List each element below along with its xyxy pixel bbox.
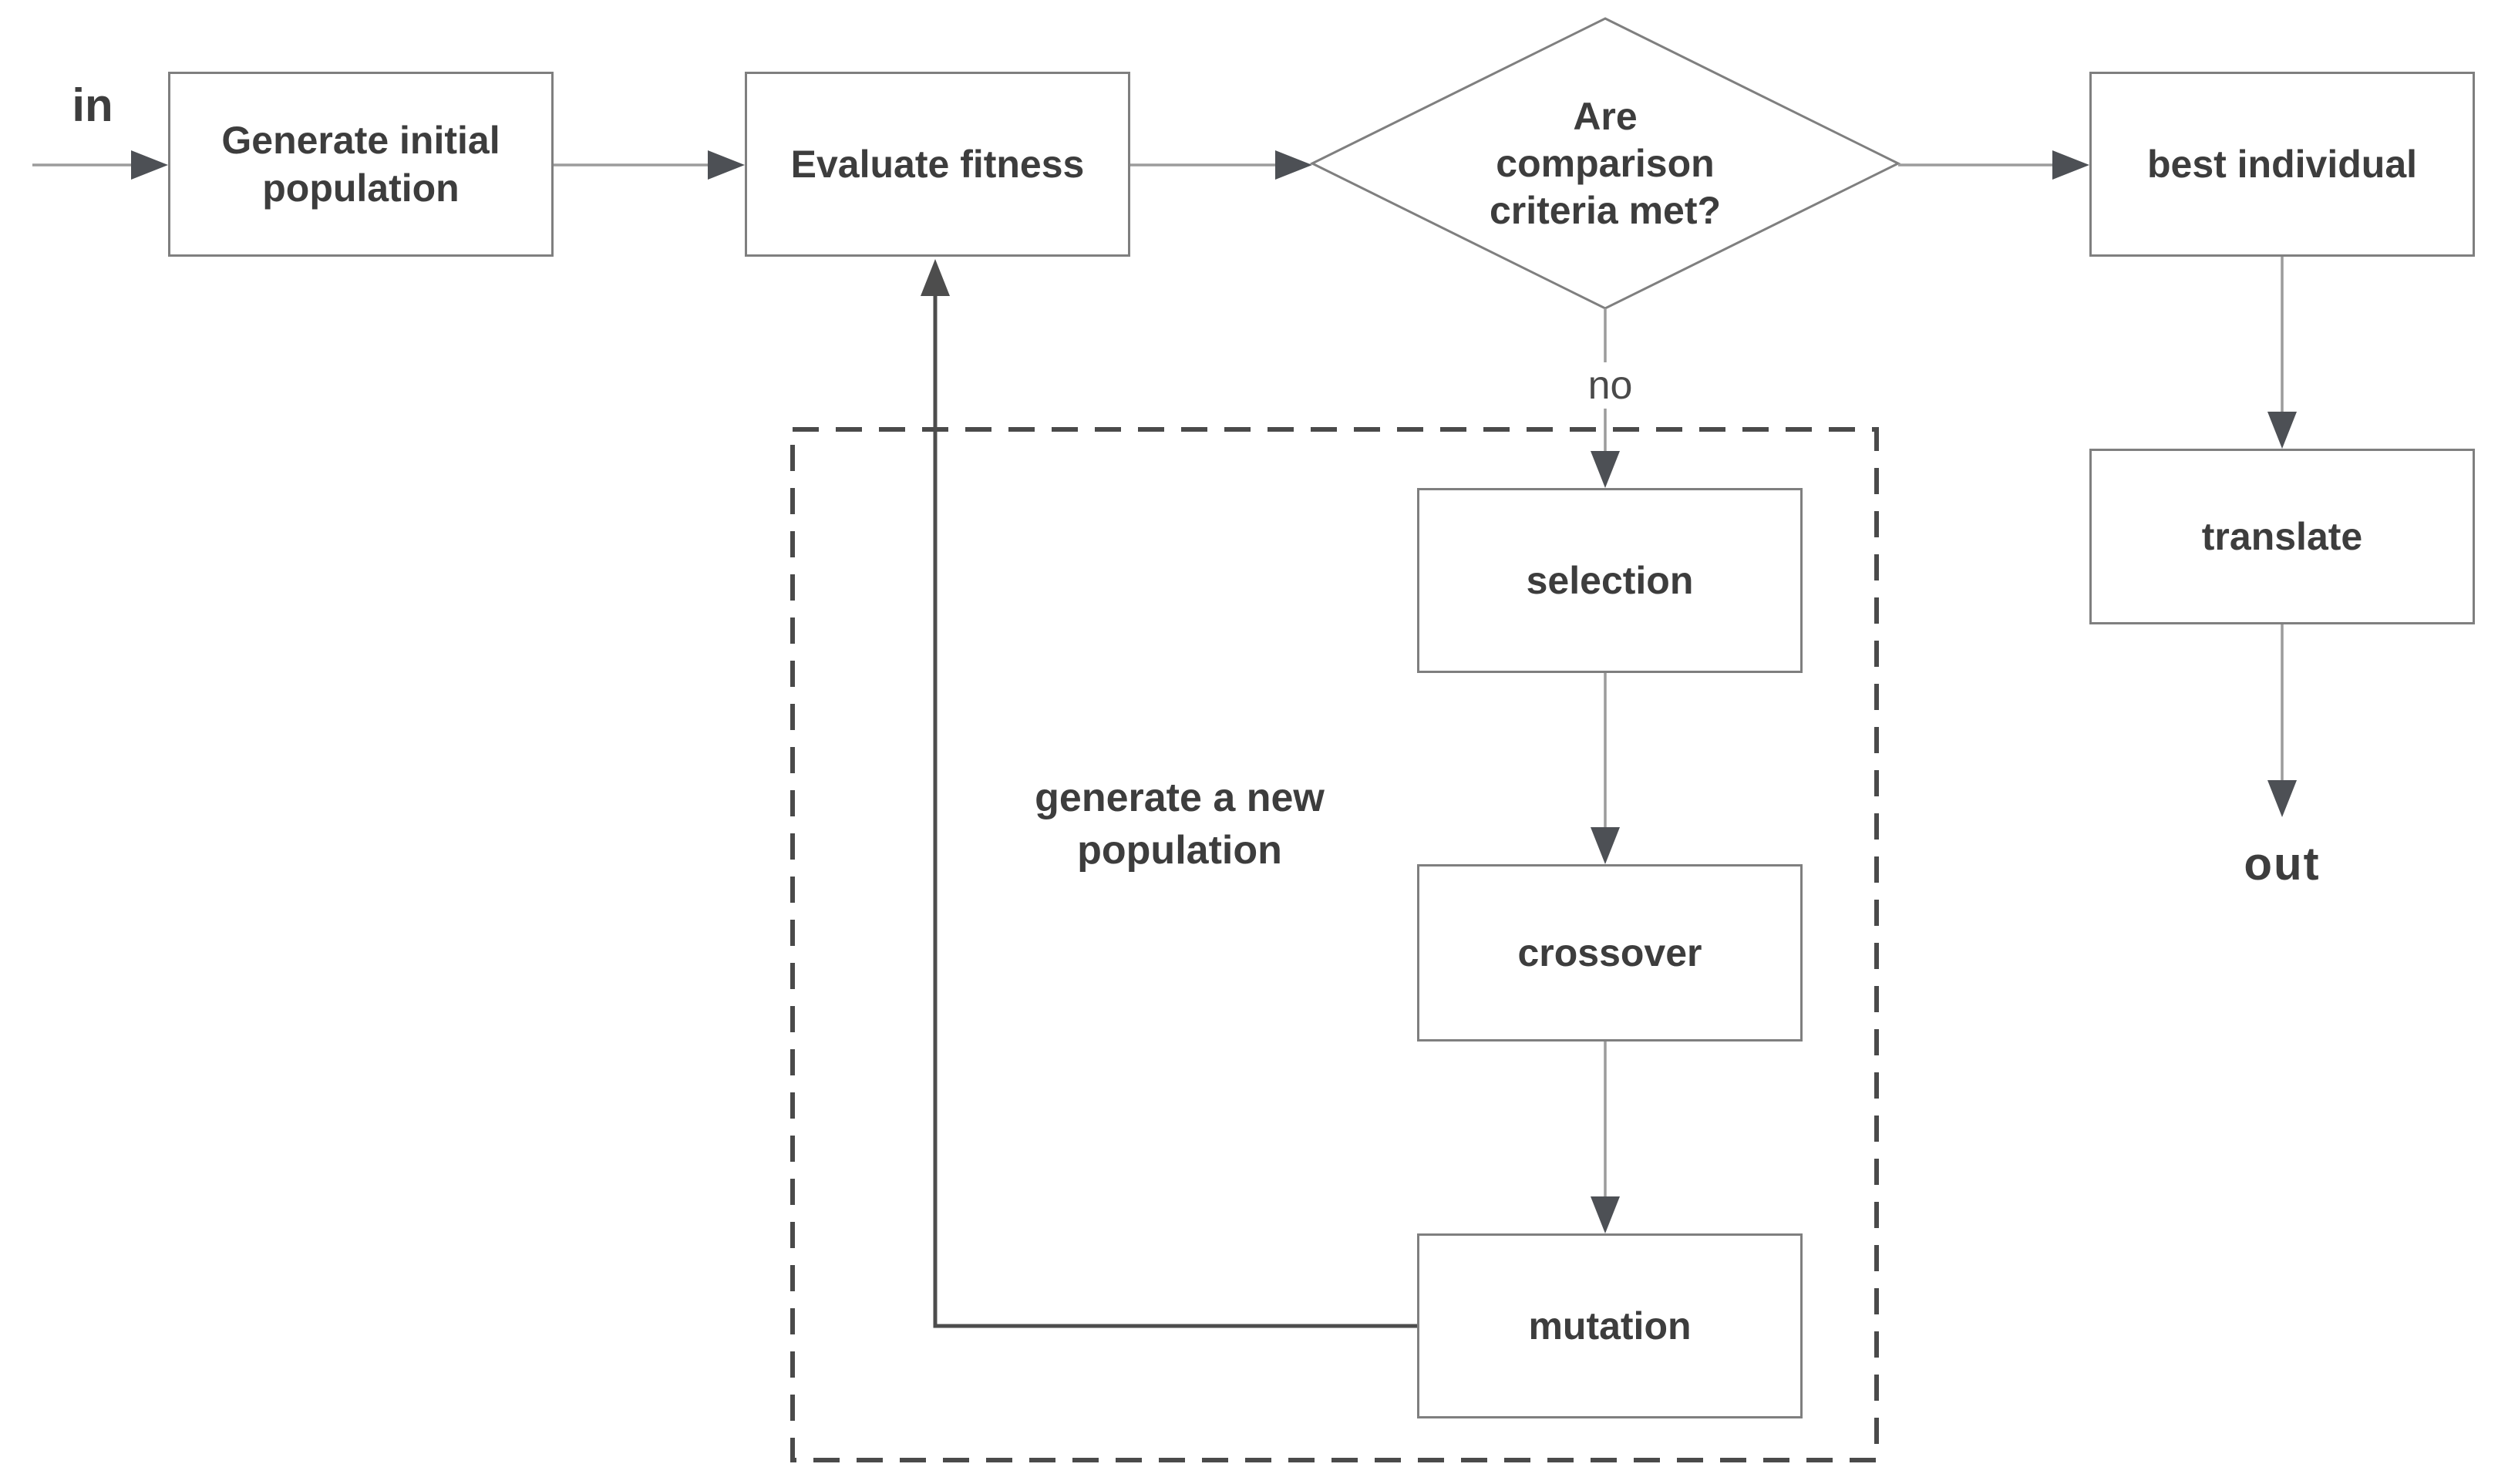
loop-group-dashed-border (790, 427, 1879, 1462)
in-arrowhead-icon (131, 150, 168, 180)
node-generate-initial-population: Generate initial population (168, 72, 554, 257)
node-mutation: mutation (1417, 1233, 1803, 1418)
crossover-to-mutation-arrowhead-icon (1591, 1196, 1620, 1233)
node-selection: selection (1417, 488, 1803, 673)
decision-diamond-shape (1309, 17, 1901, 310)
in-label: in (72, 79, 113, 131)
out-arrowhead-icon (2267, 780, 2297, 817)
decision-to-best-arrowhead-icon (2052, 150, 2089, 180)
evaluate-to-decision-arrowhead-icon (1275, 150, 1312, 180)
node-translate: translate (2089, 449, 2475, 624)
gen-to-evaluate-arrowhead-icon (708, 150, 745, 180)
mutation-feedback-line (933, 296, 1417, 1328)
no-branch-label: no (1554, 362, 1666, 409)
node-best-individual: best individual (2089, 72, 2475, 257)
best-to-translate-arrowhead-icon (2267, 412, 2297, 449)
loop-caption: generate a new population (1035, 776, 1325, 873)
node-evaluate-fitness: Evaluate fitness (745, 72, 1130, 257)
decision-to-selection-arrowhead-icon (1591, 451, 1620, 488)
selection-to-crossover-arrowhead-icon (1591, 827, 1620, 864)
out-label: out (2244, 838, 2321, 890)
feedback-arrowhead-icon (921, 259, 950, 296)
node-crossover: crossover (1417, 864, 1803, 1041)
